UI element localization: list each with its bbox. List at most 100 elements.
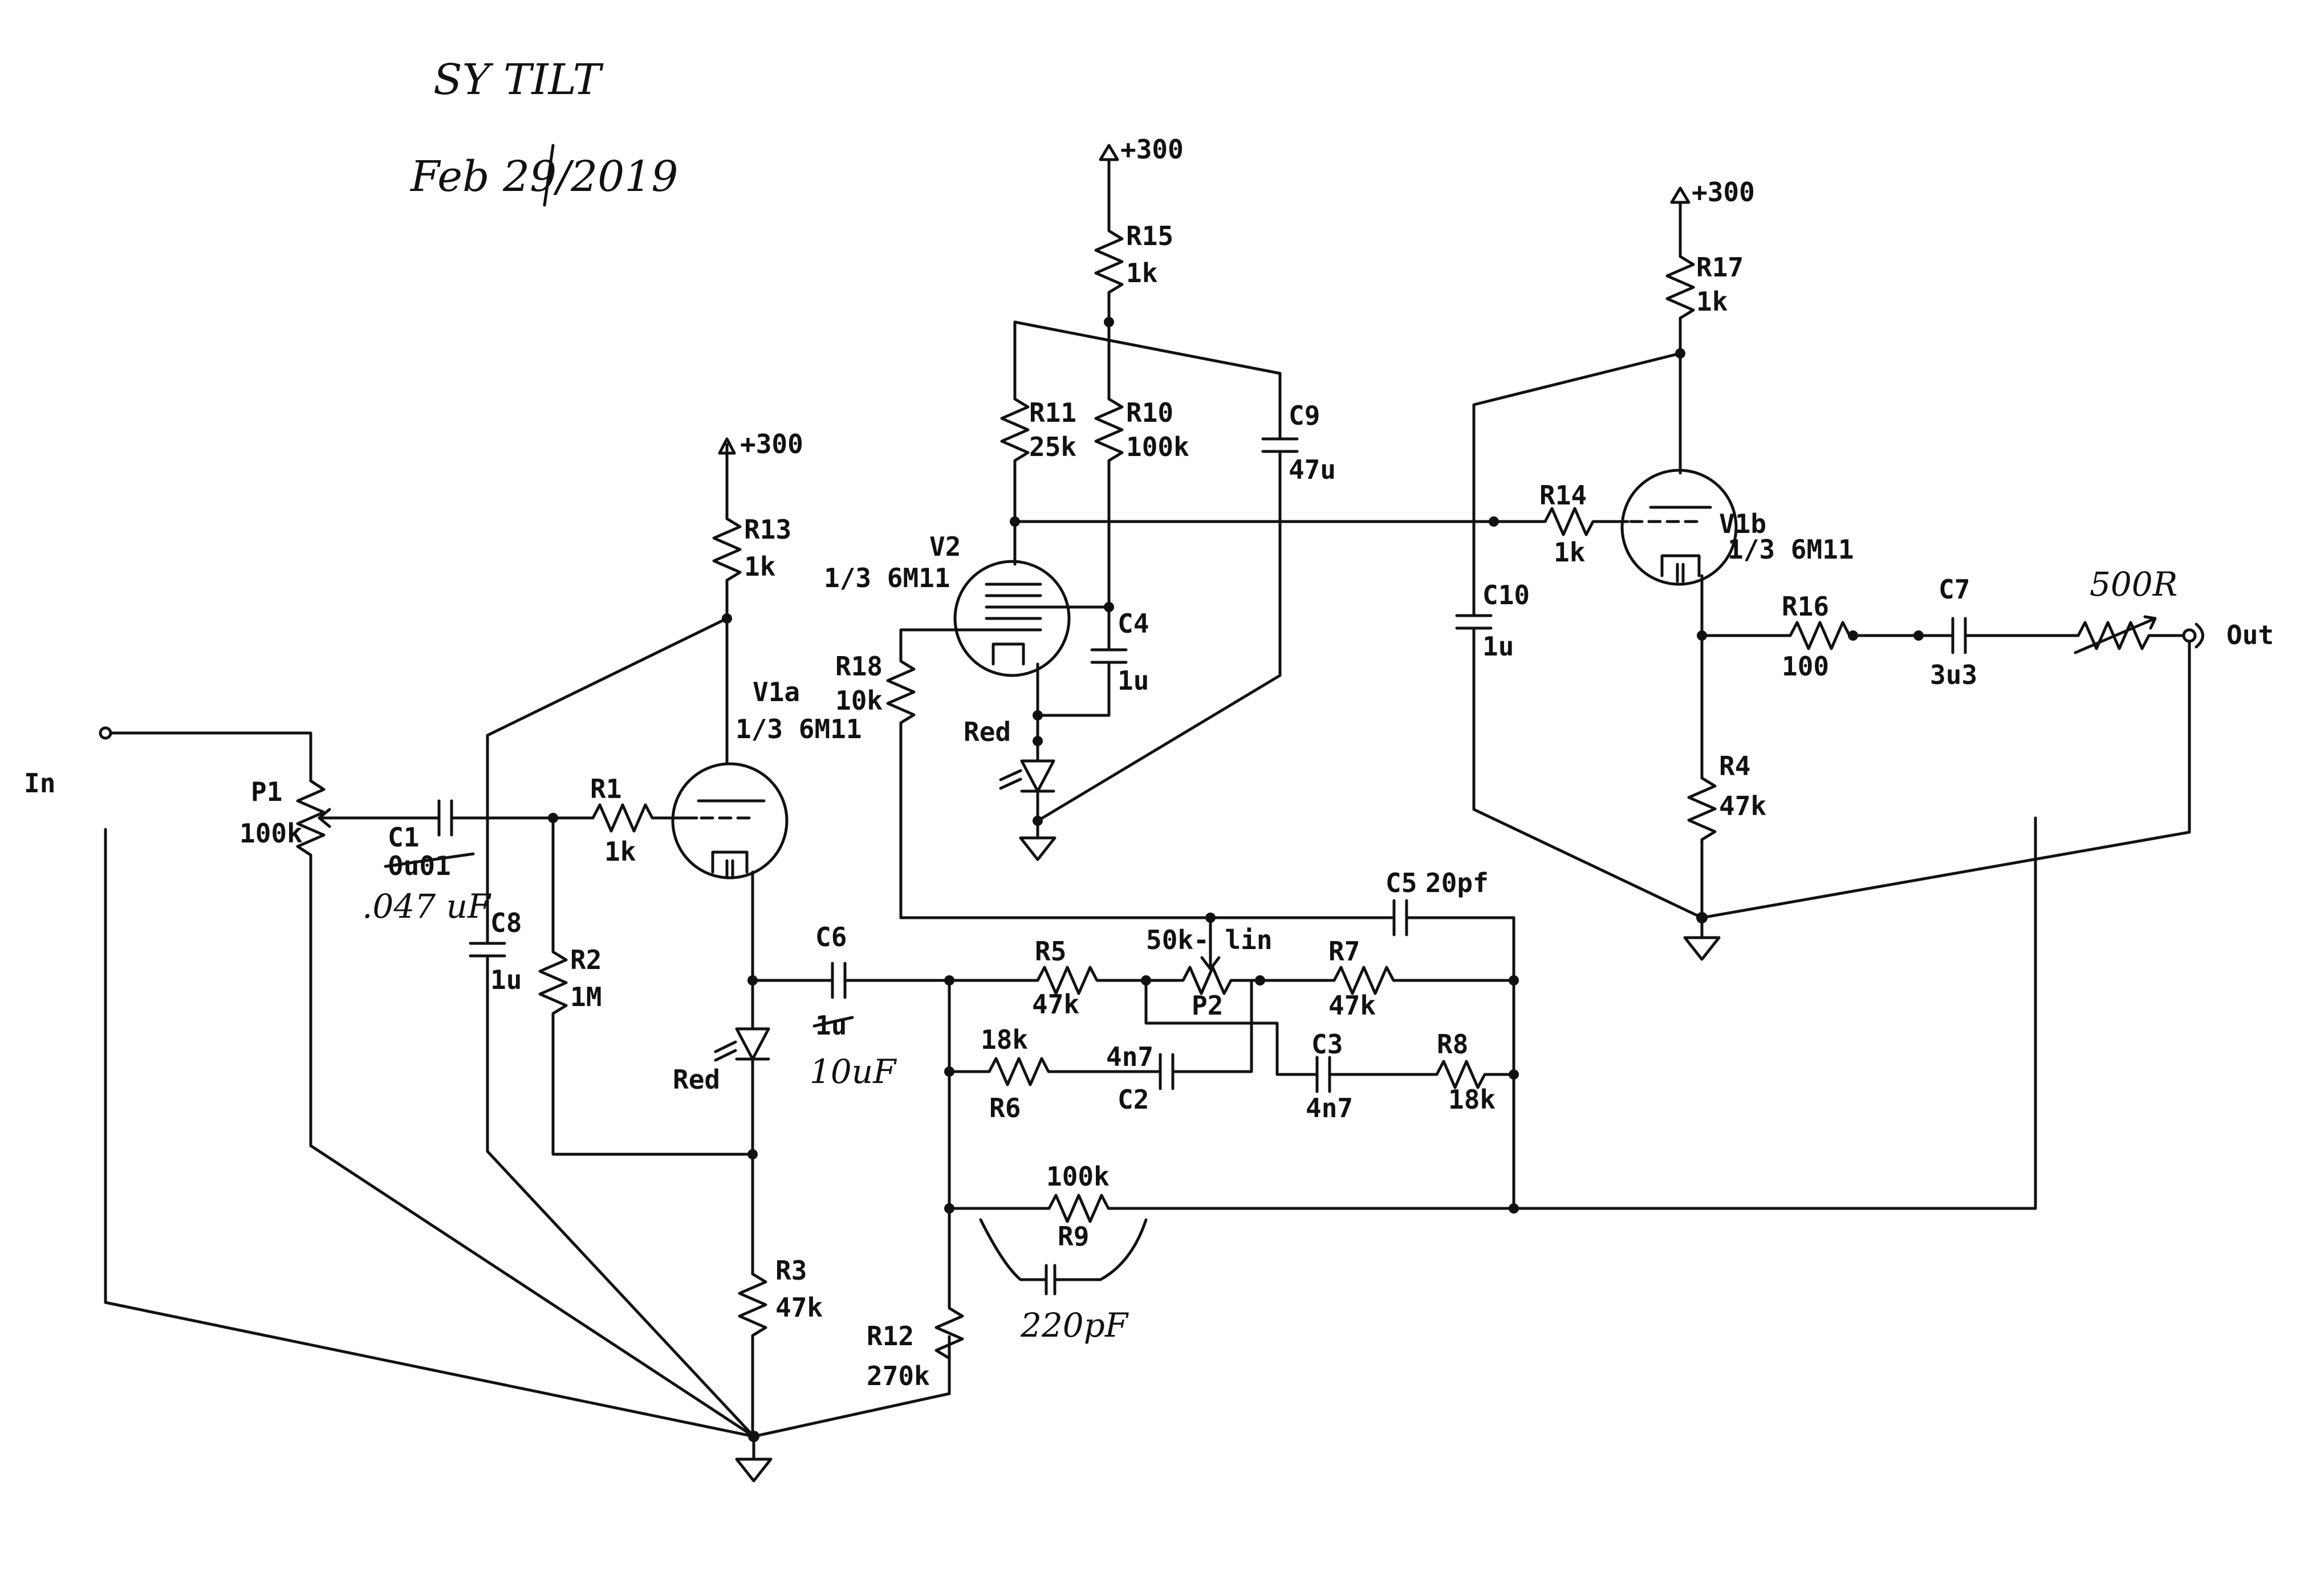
- c9-value: 47u: [1289, 454, 1336, 485]
- supply-v1a-label: +300: [740, 429, 803, 459]
- supply-v2-label: +300: [1120, 134, 1184, 165]
- ground-icon: [735, 1435, 773, 1483]
- r18-ref: R18: [835, 651, 883, 682]
- led2-diode-icon: [1020, 662, 1055, 840]
- r17-value: 1k: [1696, 286, 1728, 317]
- supply-arrow-icon: [1099, 144, 1119, 161]
- output-label: Out: [2226, 620, 2274, 650]
- r9-handwritten-cap: [979, 1218, 1148, 1296]
- v2-tube-envelope: [953, 560, 1071, 677]
- r15-value: 1k: [1126, 258, 1157, 288]
- p1-ground-wire: [309, 1144, 755, 1438]
- r3-value: 47k: [775, 1292, 823, 1323]
- r13-ref: R13: [744, 514, 791, 545]
- r5-value: 47k: [1032, 989, 1079, 1020]
- ground-icon: [1019, 836, 1056, 861]
- v2-supply-rail: [1013, 320, 1282, 429]
- schematic-date: Feb 29/2019: [409, 152, 678, 201]
- c8-capacitor-symbol: [469, 734, 755, 1438]
- r2-return-junction: [747, 1149, 758, 1159]
- c5-value: 20pf: [1425, 868, 1489, 898]
- r7-value: 47k: [1328, 990, 1376, 1021]
- r16-value: 100: [1782, 651, 1829, 682]
- r16-resistor-symbol: [1700, 621, 1920, 650]
- c8-value: 1u: [490, 964, 522, 995]
- c4-ref: C4: [1118, 608, 1149, 639]
- r4-value: 47k: [1719, 791, 1766, 821]
- led2-light-arrows: [999, 769, 1022, 790]
- r500-value: 500R: [2090, 565, 2177, 604]
- r12-ref: R12: [867, 1321, 914, 1351]
- c6-handwritten-value: 10uF: [810, 1052, 897, 1091]
- supply-v1b-label: +300: [1692, 177, 1755, 207]
- p1-value: 100k: [239, 818, 303, 849]
- led1-color: Red: [673, 1064, 720, 1095]
- c4-capacitor-symbol: [1036, 605, 1128, 717]
- v1b-tube-electrodes: [1629, 506, 1712, 583]
- r7-resistor-symbol: [1258, 966, 1515, 995]
- p1-ref: P1: [251, 776, 282, 807]
- r2-value: 1M: [570, 982, 602, 1012]
- p1-resistor-symbol: [296, 779, 326, 1147]
- r9-feedback-wire: [948, 816, 2037, 1223]
- r13-value: 1k: [744, 551, 775, 582]
- r10-resistor-symbol: [1094, 320, 1124, 609]
- r8-value: 18k: [1448, 1084, 1496, 1115]
- r1-value: 1k: [604, 836, 636, 867]
- c10-capacitor-symbol: [1455, 352, 1704, 919]
- r500-resistor-symbol: [2034, 621, 2185, 650]
- v2-ref: V2: [929, 531, 961, 562]
- p2-resistor-symbol: [1144, 966, 1262, 995]
- c6-strikeout: [812, 1016, 854, 1028]
- r8-junction: [1509, 1069, 1519, 1080]
- output-ground-wire: [1700, 640, 2191, 919]
- r12-resistor-symbol: [934, 1269, 964, 1395]
- c3-r8-branch: [1144, 979, 1515, 1093]
- p2-value: 50k- lin: [1146, 925, 1273, 955]
- supply-arrow-icon: [1670, 186, 1691, 204]
- c3-ref: C3: [1311, 1029, 1343, 1060]
- v1b-type: 1/3 6M11: [1728, 534, 1854, 565]
- date-slash-stroke: [543, 144, 555, 207]
- c1-handwritten-value: .047 uF: [362, 887, 491, 926]
- r13-resistor-symbol: [712, 443, 742, 766]
- r9-value: 100k: [1046, 1161, 1110, 1192]
- r14-resistor-symbol: [1492, 507, 1630, 536]
- v1a-type: 1/3 6M11: [736, 714, 862, 744]
- led1-diode-icon: [735, 1027, 770, 1276]
- c1-ref: C1: [388, 822, 419, 853]
- r15-ref: R15: [1126, 221, 1173, 251]
- c1-capacitor-symbol: [352, 799, 555, 837]
- r15-resistor-symbol: [1094, 158, 1124, 324]
- r10-value: 100k: [1126, 431, 1189, 462]
- r16-ref: R16: [1782, 591, 1829, 622]
- p2-wiper-arrow: [1200, 916, 1221, 971]
- c10-value: 1u: [1482, 631, 1514, 662]
- c5-capacitor-symbol: [899, 899, 1515, 937]
- c9-capacitor-symbol: [1036, 426, 1299, 823]
- c6-ref: C6: [815, 922, 847, 952]
- r11-value: 25k: [1029, 431, 1076, 462]
- led2-junction: [1033, 736, 1043, 746]
- c9-ref: C9: [1289, 400, 1320, 431]
- ground-icon: [1683, 916, 1721, 961]
- c2-value: 4n7: [1106, 1041, 1153, 1072]
- led1-light-arrows: [714, 1040, 737, 1062]
- c3-value: 4n7: [1306, 1093, 1353, 1123]
- r14-value: 1k: [1554, 537, 1585, 568]
- input-label: In: [24, 768, 55, 799]
- r9-ref: R9: [1058, 1221, 1089, 1252]
- supply-arrow-icon: [718, 437, 736, 455]
- schematic-title: SY TILT: [433, 55, 604, 104]
- input-wire: [109, 731, 312, 783]
- r6-value: 18k: [981, 1024, 1028, 1055]
- c6-capacitor-symbol: [751, 962, 951, 999]
- r2-ref: R2: [570, 944, 602, 975]
- r3-resistor-symbol: [738, 1272, 767, 1438]
- v1a-tube-envelope: [671, 762, 789, 880]
- output-jack-shell: [2195, 622, 2204, 649]
- c2-ref: C2: [1118, 1084, 1149, 1115]
- v2-ground-junction: [1033, 816, 1043, 826]
- r500-adjust-arrow: [2074, 615, 2157, 654]
- v2-type: 1/3 6M11: [824, 563, 950, 593]
